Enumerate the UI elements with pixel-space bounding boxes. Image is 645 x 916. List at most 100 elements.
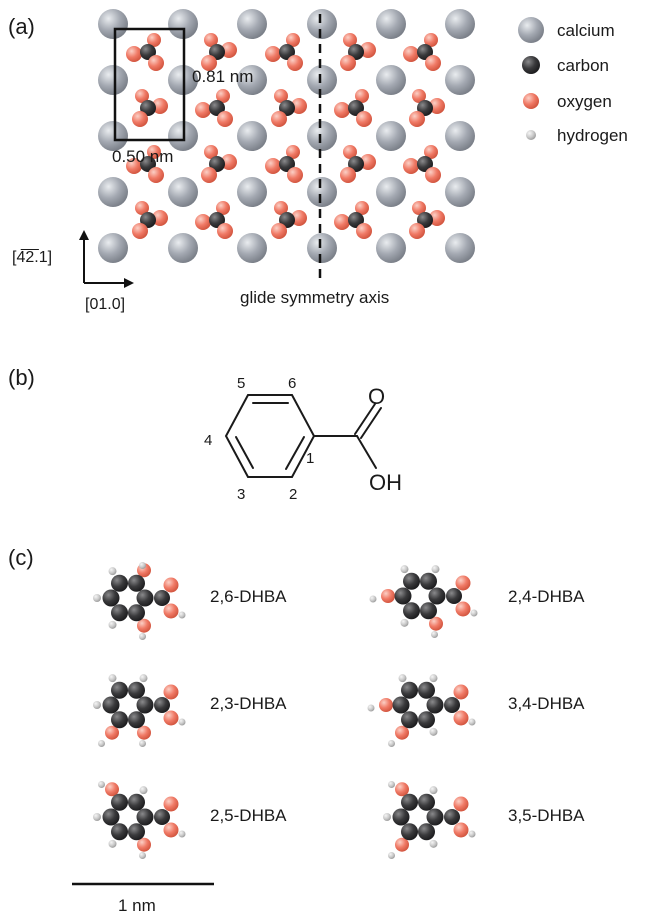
panel-a-label: (a): [8, 14, 35, 39]
carbon-atom: [140, 100, 156, 116]
ring-carbon-atom: [426, 696, 444, 714]
hydroxyl-oxygen-atom: [395, 837, 409, 852]
carboxyl-oxygen-atom: [163, 603, 179, 619]
oxygen-atom: [148, 167, 164, 183]
oxygen-atom: [409, 111, 425, 127]
calcium-atom: [307, 65, 337, 95]
carbon-atom: [209, 156, 225, 172]
oxygen-atom: [126, 158, 142, 174]
oxygen-atom: [360, 42, 376, 58]
oxygen-atom: [216, 201, 230, 215]
hydrogen-atom: [178, 830, 186, 838]
oxygen-atom: [195, 214, 211, 230]
oxygen-atom: [204, 33, 218, 47]
ring-carbon-atom: [102, 696, 120, 714]
hydrogen-atom: [468, 718, 476, 726]
calcium-atom: [237, 9, 267, 39]
hydrogen-atom: [429, 786, 438, 795]
hydroxyl-oxygen-atom: [105, 725, 119, 740]
hydrogen-atom: [429, 674, 438, 683]
carbonate-group: [409, 89, 445, 127]
ring-number-6: 6: [288, 375, 296, 392]
molecule-label-3-5-dhba: 3,5-DHBA: [508, 806, 585, 825]
hydroxyl-oxygen-atom: [395, 725, 409, 740]
hydroxyl-oxygen-atom: [429, 616, 443, 631]
oxygen-atom: [265, 46, 281, 62]
hydrogen-atom: [139, 633, 146, 641]
molecule-label-2-5-dhba: 2,5-DHBA: [210, 806, 287, 825]
carbonate-group: [126, 145, 164, 183]
ring-number-3: 3: [237, 486, 245, 503]
calcium-atom: [307, 9, 337, 39]
hydrogen-atom: [400, 565, 409, 574]
oxygen-atom: [221, 42, 237, 58]
carbonyl-oxygen-label: O: [368, 384, 385, 409]
panel-b-label: (b): [8, 365, 35, 390]
hydrogen-atom: [139, 740, 146, 748]
ring-carbon-atom: [136, 696, 154, 714]
ring-carbon-atom: [418, 793, 435, 811]
oxygen-atom: [291, 98, 307, 114]
ring-carbon-atom: [420, 602, 437, 620]
carboxyl-carbon-atom: [154, 697, 170, 713]
calcium-atom: [445, 233, 475, 263]
hydroxyl-bond: [356, 435, 377, 469]
carbon-atom: [417, 100, 433, 116]
ring-carbon-atom: [111, 604, 128, 622]
ring-carbon-atom: [128, 604, 145, 622]
ring-carbon-atom: [128, 681, 145, 699]
carboxyl-carbon-atom: [446, 588, 462, 604]
oxygen-atom: [132, 111, 148, 127]
carbonate-group: [132, 89, 168, 127]
oxygen-atom: [340, 55, 356, 71]
carbonate-group: [334, 89, 372, 127]
calcium-atom: [98, 65, 128, 95]
molecule-label-2-6-dhba: 2,6-DHBA: [210, 587, 287, 606]
calcium-atom: [168, 233, 198, 263]
carbon-atom: [209, 44, 225, 60]
oxygen-atom: [425, 167, 441, 183]
oxygen-atom: [343, 145, 357, 159]
hydrogen-atom: [429, 727, 438, 736]
calcium-atom: [98, 233, 128, 263]
carbon-atom: [140, 156, 156, 172]
carbonate-group: [340, 33, 376, 71]
calcium-atom: [376, 65, 406, 95]
hydrogen-atom: [108, 839, 117, 848]
ring-carbon-atom: [128, 711, 145, 729]
carboxyl-oxygen-atom: [163, 822, 179, 838]
benzene-ring: [224, 394, 316, 478]
carbon-atom: [209, 212, 225, 228]
legend-hydrogen-icon: [526, 130, 536, 140]
ring-carbon-atom: [401, 711, 418, 729]
ring-carbon-atom: [394, 587, 412, 605]
carbon-atom: [417, 156, 433, 172]
ring-carbon-atom: [392, 808, 410, 826]
calcium-atom: [376, 121, 406, 151]
oxygen-atom: [424, 33, 438, 47]
cell-height-label: 0.81 nm: [192, 67, 253, 86]
oxygen-atom: [152, 98, 168, 114]
legend-oxygen-label: oxygen: [557, 92, 612, 111]
hydroxyl-oxygen-atom: [137, 837, 151, 852]
carbon-atom: [209, 100, 225, 116]
oxygen-atom: [403, 46, 419, 62]
ring-carbon-atom: [102, 589, 120, 607]
ring-carbon-atom: [111, 711, 128, 729]
hydroxyl-oxygen-atom: [105, 782, 119, 797]
hydroxyl-label: OH: [369, 470, 402, 495]
oxygen-atom: [356, 223, 372, 239]
calcium-atom: [98, 177, 128, 207]
legend-carbon-label: carbon: [557, 56, 609, 75]
ring-carbon-atom: [136, 808, 154, 826]
carboxyl-oxygen-atom: [453, 796, 469, 812]
hydrogen-atom: [139, 852, 146, 860]
hydrogen-atom: [400, 618, 409, 627]
molecule-2-4-dhba: [369, 565, 478, 639]
atom-legend: calcium carbon oxygen hydrogen: [518, 17, 628, 145]
oxygen-atom: [425, 55, 441, 71]
carbon-atom: [417, 44, 433, 60]
double-bond-1-2: [285, 436, 305, 470]
calcium-atom: [445, 65, 475, 95]
